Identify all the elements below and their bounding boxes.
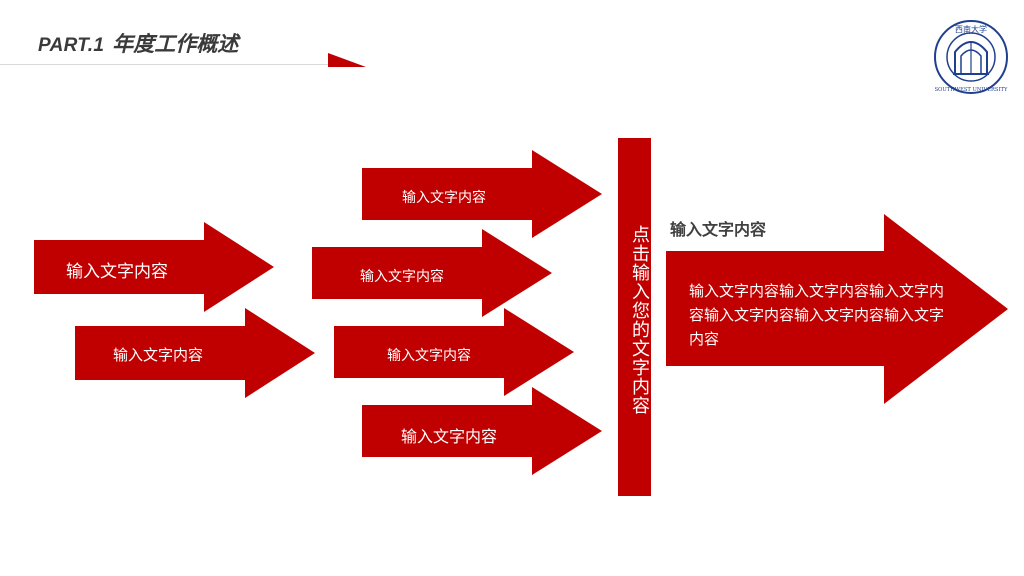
arrow-mid-2-label: 输入文字内容 — [360, 269, 444, 285]
arrow-mid-3-label: 输入文字内容 — [387, 348, 471, 364]
center-vertical-text: 点击输入您的文字内容 — [629, 225, 650, 415]
arrow-right-large — [666, 214, 1008, 404]
center-vertical-bar — [618, 138, 651, 496]
header-divider — [0, 64, 330, 65]
arrow-mid-2 — [312, 229, 552, 317]
right-heading: 输入文字内容 — [670, 220, 767, 239]
arrow-mid-3 — [334, 308, 574, 396]
arrow-mid-1 — [362, 150, 602, 238]
logo-text: SOUTHWEST UNIVERSITY — [935, 87, 1008, 93]
arrow-mid-1-label: 输入文字内容 — [402, 190, 486, 206]
university-logo: 西南大学 SOUTHWEST UNIVERSITY — [934, 20, 1008, 94]
arrow-left-top-label: 输入文字内容 — [66, 262, 168, 282]
arrow-mid-4 — [362, 387, 602, 475]
page-title: PART.1 年度工作概述 — [38, 28, 238, 58]
section-title: 年度工作概述 — [112, 33, 239, 56]
logo-top-text: 西南大学 — [955, 24, 987, 34]
right-body-text: 输入文字内容输入文字内容输入文字内容输入文字内容输入文字内容输入文字内容 — [689, 282, 945, 348]
part-label: PART.1 — [38, 35, 105, 56]
arrow-left-bottom-label: 输入文字内容 — [113, 346, 204, 364]
arrow-mid-4-label: 输入文字内容 — [401, 427, 498, 446]
arrow-left-top — [34, 222, 274, 312]
header-accent-triangle — [328, 53, 366, 67]
arrow-left-bottom — [75, 308, 315, 398]
